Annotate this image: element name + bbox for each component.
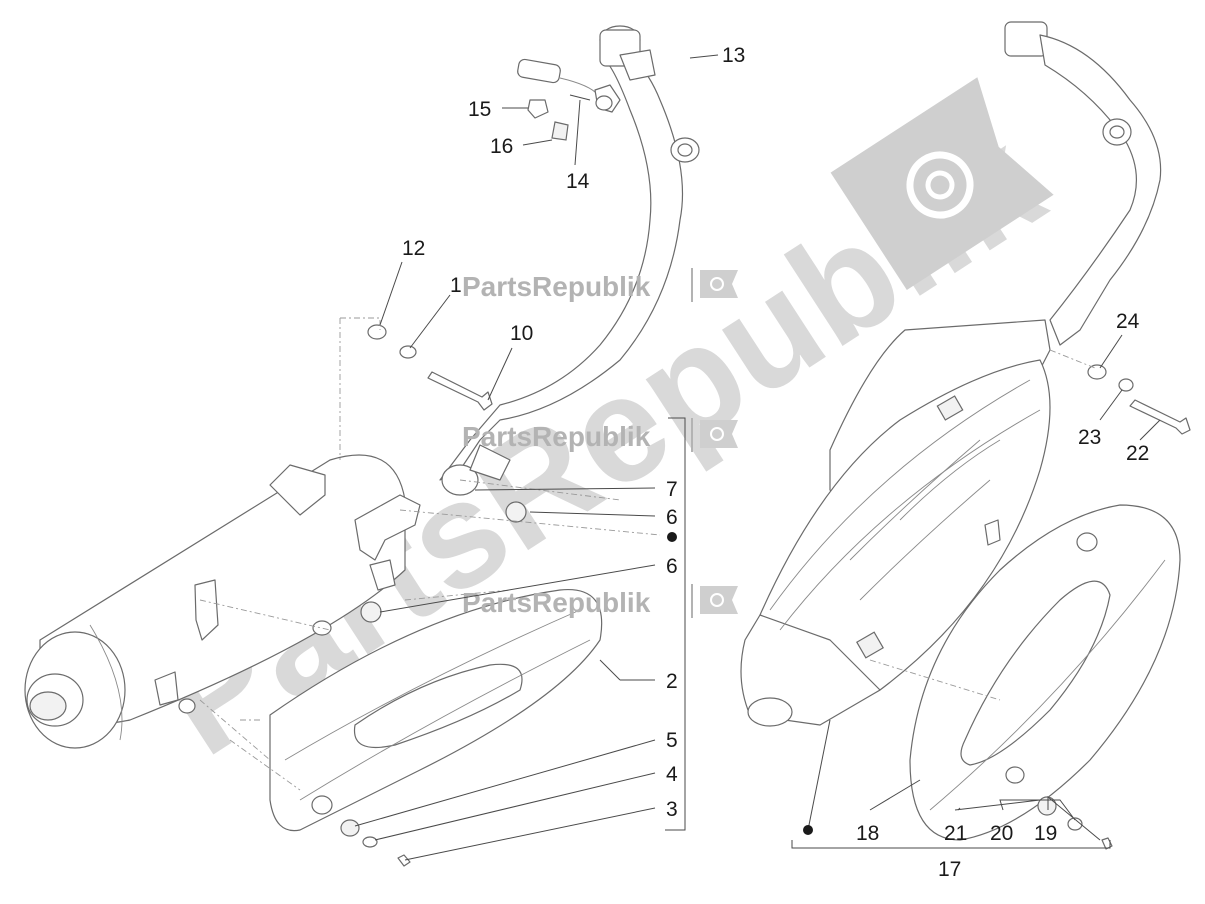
- exhaust-pipe-right: [1004, 21, 1162, 346]
- gear-flag-icon: [700, 586, 738, 614]
- heat-shield-right: [909, 504, 1181, 841]
- callout-13: 13: [722, 44, 745, 67]
- callout-20: 20: [990, 822, 1013, 845]
- callout-14: 14: [566, 170, 590, 193]
- callout-3: 3: [666, 798, 678, 821]
- callout-17: 17: [938, 858, 961, 881]
- watermark-small-2: PartsRepublik: [462, 418, 738, 452]
- callout-22: 22: [1126, 442, 1149, 465]
- leader-lines: [354, 54, 1161, 861]
- watermark-small-text: PartsRepublik: [462, 421, 651, 452]
- callout-18: 18: [856, 822, 879, 845]
- heat-shield-left: [269, 589, 603, 832]
- callout-24: 24: [1116, 310, 1140, 333]
- muffler-left: [24, 454, 421, 749]
- watermark-big-gear-icon: [830, 77, 1054, 291]
- lambda-sensor: [517, 58, 621, 141]
- watermark-small-text: PartsRepublik: [462, 271, 651, 302]
- right-small-parts: [1037, 364, 1191, 850]
- assembly-lines-left: [199, 317, 661, 791]
- left-small-parts: [340, 324, 527, 867]
- assembly-lines-right: [869, 349, 1096, 701]
- bullet-dot: [667, 532, 677, 542]
- callout-21: 21: [944, 822, 967, 845]
- callout-19: 19: [1034, 822, 1057, 845]
- callout-4: 4: [666, 763, 678, 786]
- callout-10: 10: [510, 322, 533, 345]
- callout-6a: 6: [666, 506, 678, 529]
- callout-5: 5: [666, 729, 678, 752]
- callout-16: 16: [490, 135, 513, 158]
- callout-7: 7: [666, 478, 678, 501]
- gear-flag-icon: [700, 270, 738, 298]
- muffler-right: [740, 319, 1051, 727]
- callout-1: 1: [450, 274, 462, 297]
- bullet-dot: [803, 825, 813, 835]
- callout-6b: 6: [666, 555, 678, 578]
- callouts: 13 15 16 14 12 1 10 7 6 6 2 5 4 3 24 23 …: [402, 44, 1149, 881]
- callout-23: 23: [1078, 426, 1101, 449]
- watermark-small-3: PartsRepublik: [462, 584, 738, 618]
- callout-2: 2: [666, 670, 678, 693]
- watermark-small-1: PartsRepublik: [462, 268, 738, 302]
- watermark-small-text: PartsRepublik: [462, 587, 651, 618]
- callout-12: 12: [402, 237, 425, 260]
- exhaust-pipe-left: [439, 25, 700, 496]
- gear-flag-icon: [700, 420, 738, 448]
- callout-15: 15: [468, 98, 491, 121]
